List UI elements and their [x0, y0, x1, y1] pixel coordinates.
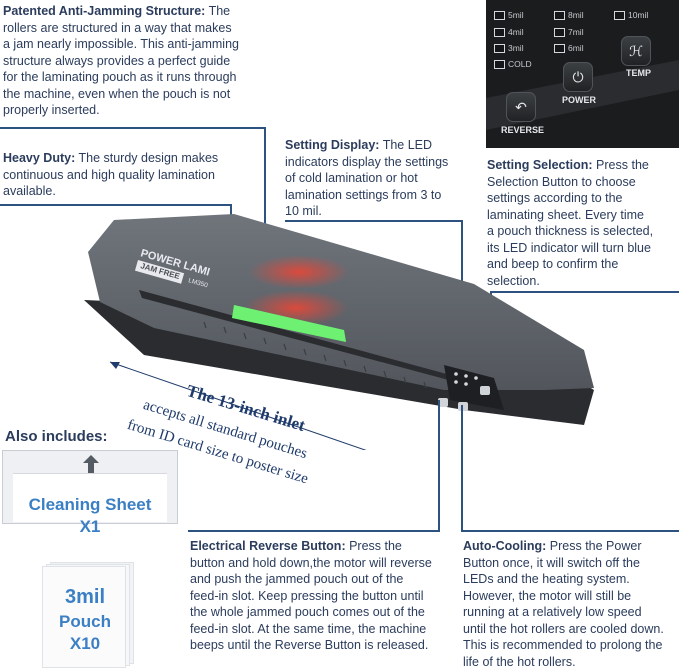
anti-jam-line: rollers are structured in a way that mak…: [3, 20, 232, 35]
pouch-stack: 3mil Pouch X10: [42, 562, 137, 668]
setting-selection-title: Setting Selection:: [487, 158, 593, 172]
led-cold: COLD: [494, 59, 532, 69]
led-indicator-icon: [554, 27, 565, 37]
reverse-callout: Electrical Reverse Button: Press the but…: [190, 538, 458, 654]
power-label: POWER: [562, 95, 597, 105]
led-indicator-icon: [494, 43, 505, 53]
led-7mil: 7mil: [554, 27, 584, 37]
setting-selection-line: a pouch thickness is selected,: [487, 224, 654, 238]
auto-cooling-callout: Auto-Cooling: Press the Power Button onc…: [463, 538, 677, 670]
power-button[interactable]: ⏻: [563, 62, 593, 92]
cleaning-sheet-inner: [13, 473, 167, 522]
anti-jam-line: properly inserted.: [3, 103, 100, 117]
led-indicator-icon: [494, 59, 505, 69]
setting-selection-line: selection.: [487, 273, 540, 288]
setting-selection-line: its LED indicator will turn blue: [487, 240, 651, 255]
auto-cooling-title: Auto-Cooling:: [463, 539, 547, 553]
temp-label: TEMP: [626, 68, 652, 78]
reverse-line: button and hold down,the motor will reve…: [190, 555, 432, 570]
setting-selection-line: Press the: [592, 158, 649, 172]
pouch-label: Pouch: [59, 612, 111, 631]
reverse-pointer-h: [188, 530, 440, 532]
setting-selection-line: Selection Button to choose: [487, 174, 636, 189]
laminator-machine: POWER LAMI JAM FREE LM350: [84, 214, 594, 450]
anti-jam-pointer-v: [264, 127, 266, 312]
pouch-qty: X10: [69, 634, 101, 653]
led-indicator-icon: [614, 10, 625, 20]
setting-display-line: The LED: [379, 138, 433, 152]
anti-jam-line: the machine, even when the pouch is not: [3, 86, 231, 101]
auto-cooling-line: Press the Power: [546, 539, 642, 553]
cleaning-sheet-card: Cleaning Sheet X1: [2, 450, 178, 536]
reverse-title: Electrical Reverse Button:: [190, 539, 346, 553]
led-8mil: 8mil: [554, 10, 584, 20]
setting-display-line: 10 mil.: [285, 204, 322, 218]
reverse-line: Press the: [345, 539, 402, 553]
cleaning-sheet-qty: X1: [79, 517, 101, 536]
reverse-icon: ↶: [515, 99, 527, 115]
anti-jam-line: structure always provides a perfect guid…: [3, 53, 231, 68]
setting-selection-callout: Setting Selection: Press the Selection B…: [487, 157, 677, 289]
auto-cooling-line: life of the hot rollers.: [463, 654, 576, 669]
led-3mil: 3mil: [494, 43, 524, 53]
setting-display-callout: Setting Display: The LED indicators disp…: [285, 137, 480, 220]
led-6mil: 6mil: [554, 43, 584, 53]
led-5mil: 5mil: [494, 10, 524, 20]
auto-cooling-line: until the hot rollers are cooled down.: [463, 621, 664, 636]
led-4mil: 4mil: [494, 27, 524, 37]
auto-cooling-line: Button once, it will switch off the: [463, 555, 640, 570]
reverse-button[interactable]: ↶: [506, 92, 536, 122]
setting-display-line: indicators display the settings: [285, 154, 449, 169]
heavy-duty-title: Heavy Duty:: [3, 151, 76, 165]
reverse-line: feed-in slot. At the same time, the mach…: [190, 621, 427, 636]
reverse-pointer-v: [438, 400, 440, 532]
control-panel-closeup: 5mil 4mil 3mil COLD 8mil 7mil 6mil 10mil…: [486, 0, 679, 148]
anti-jam-line: a jam nearly impossible. This anti-jammi…: [3, 37, 239, 51]
led-indicator-icon: [494, 10, 505, 20]
anti-jam-line: for the laminating pouch as it runs thro…: [3, 70, 237, 84]
anti-jam-callout: Patented Anti-Jamming Structure: The rol…: [3, 3, 265, 119]
anti-jam-title: Patented Anti-Jamming Structure:: [3, 4, 206, 18]
led-indicator-icon: [554, 10, 565, 20]
anti-jam-line: The: [205, 4, 231, 18]
setting-display-pointer-h: [285, 220, 463, 222]
auto-cooling-line: However, the motor will still be: [463, 588, 632, 603]
heavy-duty-callout: Heavy Duty: The sturdy design makes cont…: [3, 150, 253, 200]
led-indicator-icon: [554, 43, 565, 53]
thermometer-icon: ℋ: [629, 43, 643, 59]
cleaning-sheet-title: Cleaning Sheet: [28, 495, 152, 514]
setting-selection-line: settings according to the: [487, 191, 623, 205]
led-indicator-icon: [494, 27, 505, 37]
auto-cooling-pointer-v: [461, 405, 463, 532]
heavy-duty-line: available.: [3, 184, 56, 198]
temp-button[interactable]: ℋ: [621, 36, 651, 66]
setting-selection-pointer-h: [490, 291, 679, 293]
pouch-sheet-front: [42, 566, 126, 668]
led-10mil: 10mil: [614, 10, 648, 20]
pouch-size: 3mil: [64, 586, 106, 608]
auto-cooling-pointer-h: [461, 530, 679, 532]
jam-free-badge: [134, 260, 185, 284]
heavy-duty-line: continuous and high quality lamination: [3, 167, 215, 182]
setting-selection-line: and beep to confirm the: [487, 257, 619, 271]
reverse-line: feed-in slot. Keep pressing the button u…: [190, 588, 424, 603]
also-includes-heading: Also includes:: [5, 428, 108, 445]
power-icon: ⏻: [572, 69, 584, 85]
up-arrow-stem: [88, 463, 94, 473]
reverse-line: beeps until the Reverse Button is releas…: [190, 638, 429, 652]
setting-display-line: of cold lamination or hot: [285, 171, 418, 185]
auto-cooling-line: LEDs and the heating system.: [463, 572, 630, 586]
reverse-line: the whole jammed pouch comes out of the: [190, 605, 425, 619]
anti-jam-pointer-h: [0, 127, 266, 129]
heavy-duty-pointer-h: [0, 204, 232, 206]
reverse-label: REVERSE: [501, 125, 545, 135]
up-arrow-icon: [83, 455, 99, 463]
auto-cooling-line: running at a relatively low speed: [463, 605, 642, 619]
reverse-line: and push the jammed pouch out of the: [190, 572, 404, 586]
setting-selection-line: laminating sheet. Every time: [487, 207, 645, 222]
setting-display-title: Setting Display:: [285, 138, 380, 152]
setting-display-line: lamination settings from 3 to: [285, 187, 442, 202]
heavy-duty-line: The sturdy design makes: [75, 151, 219, 165]
auto-cooling-line: This is recommended to prolong the: [463, 638, 663, 652]
